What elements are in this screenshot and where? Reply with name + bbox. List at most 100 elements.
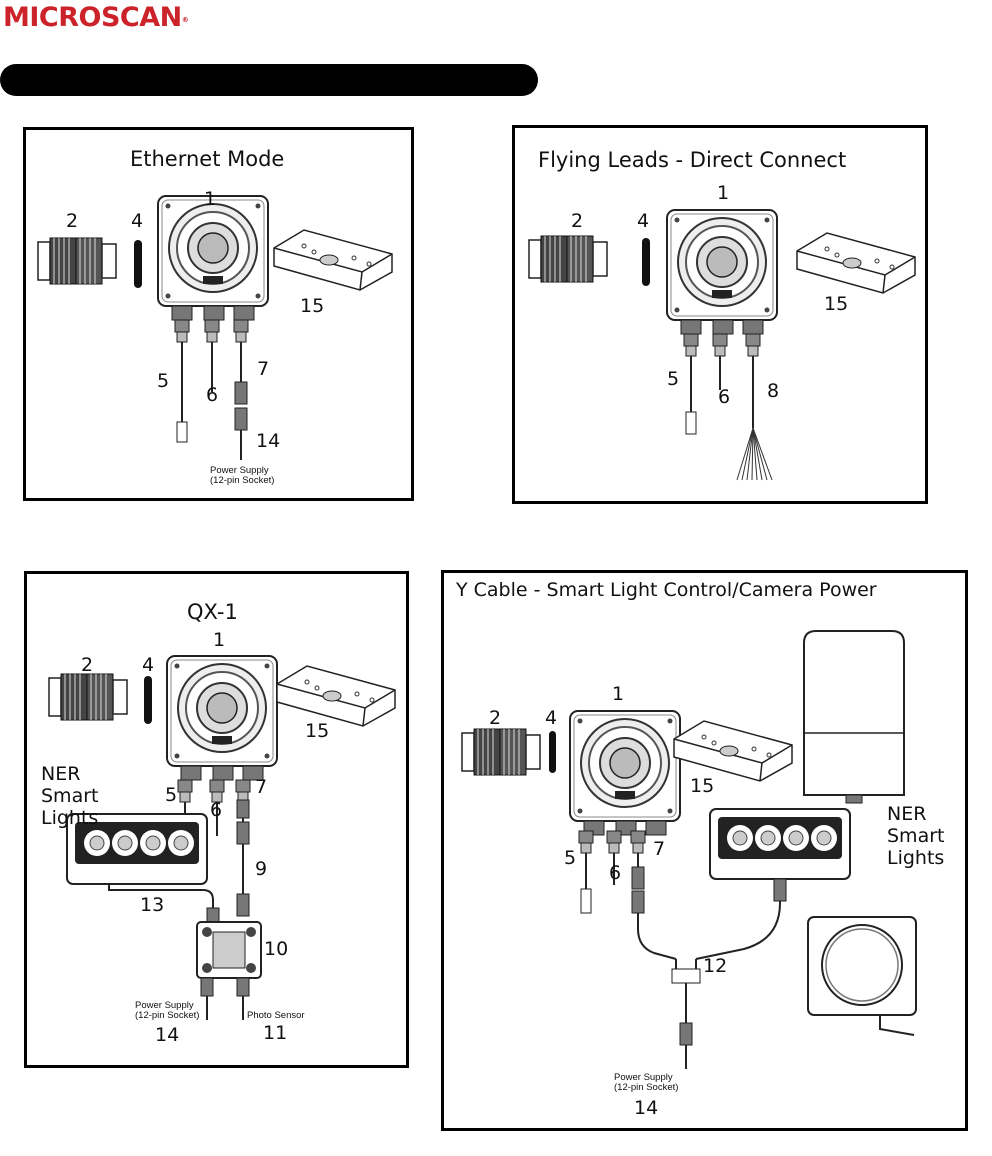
label-2: 2 [571, 210, 584, 232]
label-8: 8 [767, 380, 780, 402]
ethernet-mode-diagram [37, 195, 393, 460]
psu-line-2: (12-pin Socket) [135, 1010, 200, 1021]
lens-part-2 [461, 728, 541, 776]
photo-sensor-label: Photo Sensor [247, 1010, 305, 1021]
mounting-plate-part-15 [273, 229, 393, 291]
label-11: 11 [263, 1022, 288, 1044]
power-supply-unit [803, 630, 905, 804]
panel-title: Ethernet Mode [130, 147, 285, 171]
flying-leads-wires [736, 427, 773, 481]
label-5: 5 [564, 847, 577, 869]
panel-ethernet-mode: Ethernet Mode 1 2 4 15 5 6 7 14 Power Su… [23, 127, 414, 501]
label-4: 4 [131, 210, 144, 232]
label-14: 14 [634, 1097, 659, 1119]
label-7: 7 [257, 358, 270, 380]
camera-part-1 [166, 655, 278, 781]
label-9: 9 [255, 858, 268, 880]
filter-part-4 [134, 240, 142, 288]
label-4: 4 [545, 707, 558, 729]
label-15: 15 [305, 720, 330, 742]
qx-1-diagram [48, 655, 396, 1020]
label-13: 13 [140, 894, 165, 916]
ring-light [807, 916, 917, 1036]
lens-part-2 [48, 673, 128, 721]
mounting-plate-part-15 [276, 665, 396, 727]
ner-line-1: NER [887, 803, 927, 825]
ner-line-2: Smart [41, 785, 99, 807]
ner-line-2: Smart [887, 825, 945, 847]
microscan-logo: MICROSCAN® [3, 2, 189, 33]
panel-y-cable: Y Cable - Smart Light Control/Camera Pow… [441, 570, 968, 1131]
label-15: 15 [824, 293, 849, 315]
label-2: 2 [81, 654, 94, 676]
power-cable-part-7 [630, 830, 646, 872]
label-12: 12 [703, 955, 728, 977]
psu-line-1: Power Supply [135, 1000, 194, 1011]
label-1: 1 [213, 629, 226, 651]
quickset-box-part-10 [196, 921, 262, 979]
psu-line-2: (12-pin Socket) [210, 475, 275, 486]
lens-part-2 [37, 237, 117, 285]
label-15: 15 [690, 775, 715, 797]
power-supply-label: Power Supply (12-pin Socket) [210, 466, 274, 486]
panel-title: QX-1 [187, 600, 238, 624]
label-1: 1 [204, 188, 217, 210]
panel-title: Y Cable - Smart Light Control/Camera Pow… [456, 579, 877, 601]
lens-part-2 [528, 235, 608, 283]
ner-line-1: NER [41, 763, 81, 785]
label-6: 6 [609, 862, 622, 884]
camera-part-1 [157, 195, 269, 321]
ner-line-3: Lights [887, 847, 945, 869]
registered-mark: ® [181, 16, 189, 24]
label-4: 4 [637, 210, 650, 232]
filter-part-4 [642, 238, 650, 286]
power-supply-label: Power Supply (12-pin Socket) [614, 1073, 678, 1093]
filter-part-4 [549, 731, 556, 773]
label-10: 10 [264, 938, 289, 960]
ner-smart-lights [709, 808, 851, 880]
brand-text: MICROSCAN [3, 2, 182, 33]
io-cable-part-6 [204, 319, 220, 361]
label-14: 14 [155, 1024, 180, 1046]
ethernet-cable-part-5 [578, 830, 594, 872]
ner-smart-lights-label: NER Smart Lights [41, 763, 98, 829]
label-7: 7 [653, 838, 666, 860]
panel-qx-1: QX-1 1 2 4 15 NER Smart Lights 5 6 7 9 1… [24, 571, 409, 1068]
cable-part-13 [108, 884, 214, 910]
camera-part-1 [569, 710, 681, 836]
label-1: 1 [717, 182, 730, 204]
label-1: 1 [612, 683, 625, 705]
label-5: 5 [667, 368, 680, 390]
label-6: 6 [206, 384, 219, 406]
panel-flying-leads: Flying Leads - Direct Connect 1 2 4 15 5… [512, 125, 928, 504]
flying-leads-diagram [528, 209, 916, 481]
psu-line-1: Power Supply [210, 465, 269, 476]
label-5: 5 [157, 370, 170, 392]
panel-title: Flying Leads - Direct Connect [538, 148, 847, 172]
label-2: 2 [66, 210, 79, 232]
label-15: 15 [300, 295, 325, 317]
ethernet-cable-part-5 [174, 319, 190, 361]
power-cable-part-7 [233, 319, 249, 361]
mounting-plate-part-15 [796, 232, 916, 294]
label-7: 7 [255, 776, 268, 798]
y-cable-diagram [461, 630, 917, 1069]
camera-part-1 [666, 209, 778, 335]
flying-leads-cable-part-8 [745, 333, 761, 375]
section-banner [0, 64, 538, 96]
psu-line-1: Power Supply [614, 1072, 673, 1083]
label-4: 4 [142, 654, 155, 676]
label-2: 2 [489, 707, 502, 729]
label-6: 6 [718, 386, 731, 408]
label-6: 6 [210, 799, 223, 821]
label-5: 5 [165, 784, 178, 806]
mounting-plate-part-15 [673, 720, 793, 782]
power-supply-label: Power Supply (12-pin Socket) [135, 1001, 199, 1021]
ethernet-cable-part-5 [683, 333, 699, 375]
io-cable-part-6 [712, 333, 728, 375]
ner-smart-lights-label: NER Smart Lights [887, 803, 944, 869]
psu-line-2: (12-pin Socket) [614, 1082, 679, 1093]
filter-part-4 [144, 676, 152, 724]
label-14: 14 [256, 430, 281, 452]
ner-line-3: Lights [41, 807, 99, 829]
